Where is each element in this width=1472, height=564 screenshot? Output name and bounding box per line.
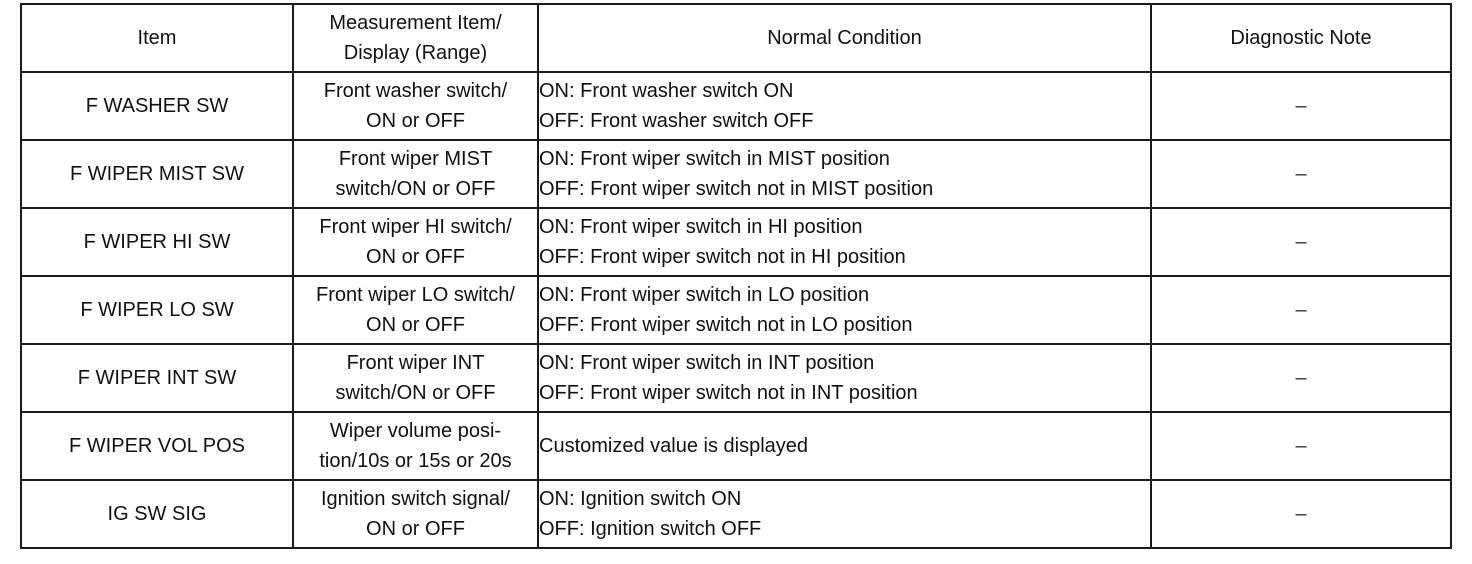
header-row: Item Measurement Item/ Display (Range) N… bbox=[20, 3, 1452, 73]
measurement-line: Ignition switch signal/ bbox=[321, 488, 510, 510]
measurement-line: tion/10s or 15s or 20s bbox=[319, 450, 512, 472]
condition-line: OFF: Front wiper switch not in MIST posi… bbox=[539, 178, 934, 200]
measurement-line: Front wiper HI switch/ bbox=[319, 216, 512, 238]
condition-line: OFF: Front wiper switch not in LO positi… bbox=[539, 314, 913, 336]
measurement-line: Front washer switch/ bbox=[323, 80, 508, 102]
diagnostic-note-cell: – bbox=[1150, 139, 1452, 209]
normal-condition-cell: ON: Front washer switch ON OFF: Front was… bbox=[537, 71, 1152, 141]
normal-condition-cell: ON: Ignition switch ON OFF: Ignition swit… bbox=[537, 479, 1152, 549]
header-normal-condition: Normal Condition bbox=[537, 3, 1152, 73]
condition-line: OFF: Front washer switch OFF bbox=[539, 110, 814, 132]
measurement-line: ON or OFF bbox=[366, 518, 465, 540]
item-cell: F WIPER VOL POS bbox=[20, 411, 294, 481]
diagnostic-note-cell: – bbox=[1150, 71, 1452, 141]
table-row: F WIPER MIST SW Front wiper MIST switch/ON… bbox=[20, 139, 1452, 209]
diagnostic-note-cell: – bbox=[1150, 479, 1452, 549]
condition-line: OFF: Ignition switch OFF bbox=[539, 518, 762, 540]
measurement-line: ON or OFF bbox=[366, 110, 465, 132]
measurement-cell: Front wiper INT switch/ON or OFF bbox=[292, 343, 539, 413]
condition-line: ON: Front washer switch ON bbox=[539, 80, 794, 102]
measurement-cell: Ignition switch signal/ON or OFF bbox=[292, 479, 539, 549]
header-measurement-line-2: Display (Range) bbox=[343, 42, 488, 64]
item-cell: F WIPER MIST SW bbox=[20, 139, 294, 209]
condition-line: ON: Ignition switch ON bbox=[539, 488, 742, 510]
measurement-line: switch/ON or OFF bbox=[335, 178, 496, 200]
measurement-cell: Front washer switch/ON or OFF bbox=[292, 71, 539, 141]
item-cell: F WIPER INT SW bbox=[20, 343, 294, 413]
condition-line: ON: Front wiper switch in MIST position bbox=[539, 148, 890, 170]
item-cell: F WASHER SW bbox=[20, 71, 294, 141]
measurement-cell: Wiper volume posi-tion/10s or 15s or 20s bbox=[292, 411, 539, 481]
table-row: F WIPER INT SW Front wiper INT switch/ON o… bbox=[20, 343, 1452, 413]
condition-line: OFF: Front wiper switch not in HI positi… bbox=[539, 246, 906, 268]
measurement-line: ON or OFF bbox=[366, 314, 465, 336]
condition-line: ON: Front wiper switch in HI position bbox=[539, 216, 863, 238]
item-cell: IG SW SIG bbox=[20, 479, 294, 549]
item-cell: F WIPER HI SW bbox=[20, 207, 294, 277]
item-cell: F WIPER LO SW bbox=[20, 275, 294, 345]
condition-line: ON: Front wiper switch in LO position bbox=[539, 284, 870, 306]
measurement-line: ON or OFF bbox=[366, 246, 465, 268]
header-item: Item bbox=[20, 3, 294, 73]
diagnostic-note-cell: – bbox=[1150, 343, 1452, 413]
diagnostic-note-cell: – bbox=[1150, 275, 1452, 345]
diagnostic-note-cell: – bbox=[1150, 207, 1452, 277]
measurement-line: Front wiper LO switch/ bbox=[316, 284, 515, 306]
data-monitor-table: Item Measurement Item/ Display (Range) N… bbox=[20, 3, 1452, 549]
diagnostic-note-cell: – bbox=[1150, 411, 1452, 481]
table-header: Item Measurement Item/ Display (Range) N… bbox=[20, 3, 1452, 73]
normal-condition-cell: Customized value is displayed bbox=[537, 411, 1152, 481]
measurement-cell: Front wiper MIST switch/ON or OFF bbox=[292, 139, 539, 209]
measurement-line: switch/ON or OFF bbox=[335, 382, 496, 404]
condition-line: OFF: Front wiper switch not in INT posit… bbox=[539, 382, 918, 404]
measurement-line: Front wiper MIST bbox=[338, 148, 493, 170]
condition-line: ON: Front wiper switch in INT position bbox=[539, 352, 875, 374]
measurement-line: Front wiper INT bbox=[346, 352, 485, 374]
header-diagnostic-note: Diagnostic Note bbox=[1150, 3, 1452, 73]
condition-line: Customized value is displayed bbox=[539, 435, 809, 457]
measurement-line: Wiper volume posi- bbox=[329, 420, 502, 442]
measurement-cell: Front wiper LO switch/ON or OFF bbox=[292, 275, 539, 345]
header-measurement-line-1: Measurement Item/ bbox=[329, 12, 502, 34]
measurement-cell: Front wiper HI switch/ON or OFF bbox=[292, 207, 539, 277]
header-measurement: Measurement Item/ Display (Range) bbox=[292, 3, 539, 73]
